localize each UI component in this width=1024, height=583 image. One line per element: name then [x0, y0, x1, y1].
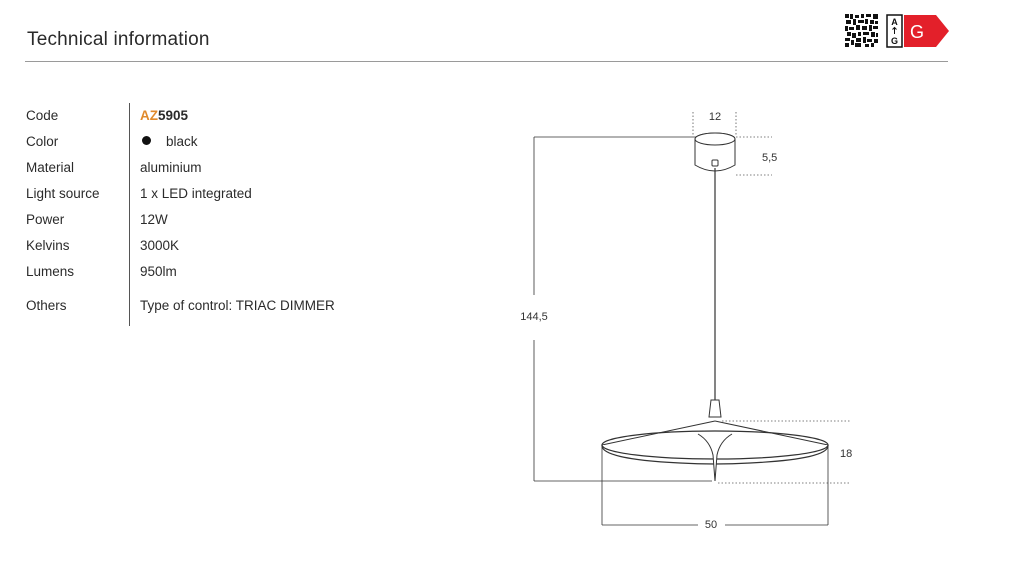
spec-value: AZ5905: [140, 106, 188, 126]
energy-class: G: [910, 22, 924, 42]
energy-label-icon: A G G: [886, 14, 949, 48]
spec-label: Lumens: [26, 264, 75, 279]
energy-scale-top: A: [891, 17, 898, 27]
spec-value: aluminium: [140, 160, 202, 175]
spec-value: 1 x LED integrated: [140, 186, 252, 201]
dimension-drawing: 12 5,5 144,5 18 50: [520, 111, 852, 531]
total-height-label: 144,5: [520, 311, 548, 323]
spec-value: 950lm: [140, 264, 177, 279]
code-number: 5905: [158, 108, 189, 123]
spec-label: Kelvins: [26, 238, 70, 253]
color-swatch: [142, 136, 151, 145]
spec-label: Others: [26, 298, 67, 313]
shade-height-label: 18: [840, 448, 852, 460]
color-name: black: [166, 134, 198, 149]
spec-label: Light source: [26, 186, 100, 201]
qr-code-icon: [845, 14, 878, 47]
spec-divider: [129, 103, 130, 326]
canopy-width-label: 12: [709, 111, 721, 123]
shade-width-label: 50: [705, 519, 717, 531]
spec-label: Code: [26, 108, 59, 123]
page-title: Technical information: [27, 29, 210, 50]
spec-label: Color: [26, 134, 59, 149]
spec-label: Material: [26, 160, 75, 175]
canopy-height-label: 5,5: [762, 152, 777, 164]
header-divider: [25, 61, 948, 62]
spec-label: Power: [26, 212, 65, 227]
code-prefix: AZ: [140, 108, 158, 123]
spec-value: 12W: [140, 212, 168, 227]
spec-value: Type of control: TRIAC DIMMER: [140, 298, 335, 313]
energy-scale-bottom: G: [891, 36, 898, 46]
spec-value: black: [140, 132, 198, 152]
spec-value: 3000K: [140, 238, 180, 253]
